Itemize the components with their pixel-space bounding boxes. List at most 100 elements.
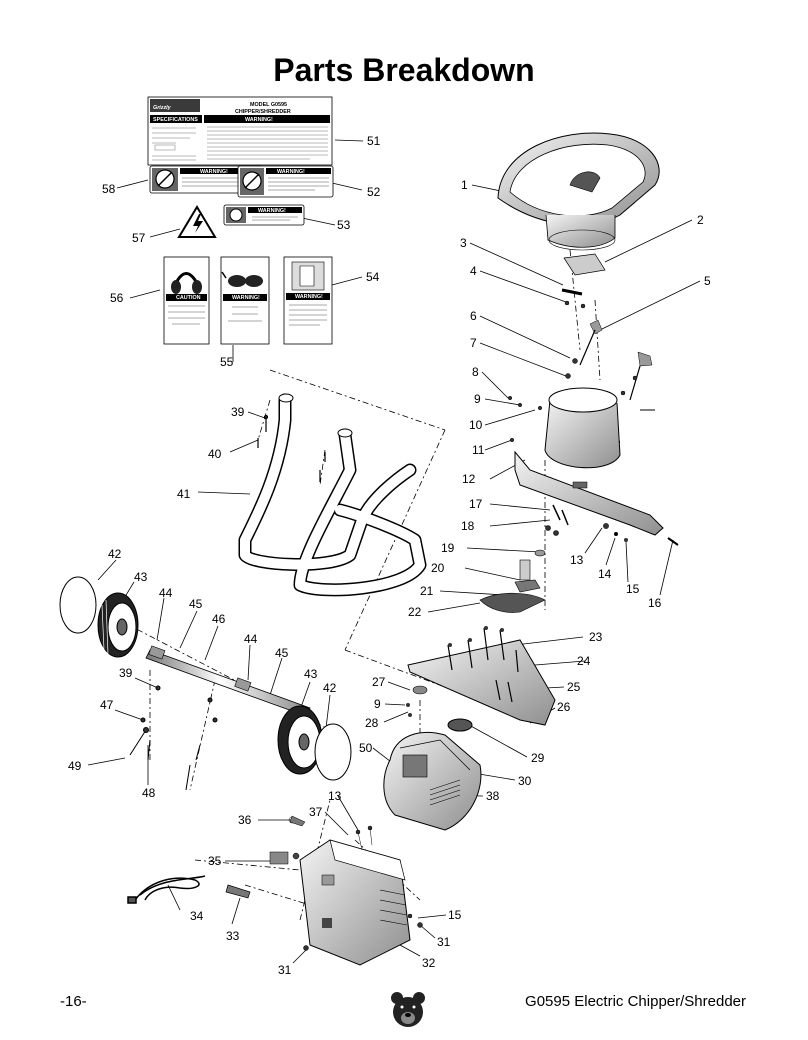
callout-label: 43 <box>134 570 148 584</box>
callout-label: 57 <box>132 231 146 245</box>
callout-label: 6 <box>470 309 477 323</box>
callout-label: 58 <box>102 182 116 196</box>
stand-tube-ends <box>278 393 353 438</box>
callout-label: 29 <box>531 751 545 765</box>
callout-label: 26 <box>557 700 571 714</box>
callout-label: 10 <box>469 418 483 432</box>
hopper-plate <box>561 253 606 296</box>
callout-label: 42 <box>323 681 337 695</box>
callout-label: 37 <box>309 805 323 819</box>
page-number: -16- <box>60 993 87 1010</box>
spec-header-text: SPECIFICATIONS <box>153 117 198 123</box>
callout-label: 36 <box>238 813 252 827</box>
motor-mount-plate <box>406 626 556 726</box>
callout-label: 4 <box>470 264 477 278</box>
callout-label: 11 <box>472 443 485 457</box>
safety-glasses-decal: WARNING! <box>220 256 270 345</box>
electric-hazard-triangle <box>177 205 217 238</box>
callout-label: 9 <box>474 392 481 406</box>
callout-label: 24 <box>577 654 591 668</box>
callout-label: 25 <box>567 680 581 694</box>
callout-label: 48 <box>142 786 156 800</box>
manual-decal-header: WARNING! <box>295 294 323 300</box>
callout-label: 1 <box>461 178 468 192</box>
callout-label: 40 <box>208 447 222 461</box>
callout-label: 41 <box>177 487 191 501</box>
brand-text: Grizzly <box>153 105 172 111</box>
spec-warning-text: WARNING! <box>245 117 273 123</box>
callout-label: 50 <box>359 741 373 755</box>
callout-label: 22 <box>408 605 422 619</box>
hopper-warning-header: WARNING! <box>200 169 228 175</box>
model-text: MODEL G0595 <box>250 102 287 108</box>
callout-numbers: 1 2 3 4 5 6 7 8 9 10 11 12 13 14 15 16 1… <box>68 134 711 977</box>
callout-label: 49 <box>68 759 82 773</box>
callout-label: 54 <box>366 270 380 284</box>
bear-logo-icon <box>391 992 425 1027</box>
callout-label: 14 <box>598 567 612 581</box>
stand-frame-inner <box>240 395 425 595</box>
callout-label: 13 <box>570 553 584 567</box>
callout-label: 8 <box>472 365 479 379</box>
callout-label: 45 <box>275 646 289 660</box>
discharge-chute <box>514 450 679 546</box>
callout-label: 21 <box>420 584 434 598</box>
callout-label: 33 <box>226 929 240 943</box>
product-text: CHIPPER/SHREDDER <box>235 109 291 115</box>
ear-protection-decal: CAUTION <box>163 256 210 345</box>
cutter-housing <box>544 387 621 469</box>
open-warning-header: WARNING! <box>258 208 286 214</box>
callout-label: 28 <box>365 716 379 730</box>
callout-label: 12 <box>462 472 476 486</box>
callout-label: 56 <box>110 291 124 305</box>
ear-decal-header: CAUTION <box>176 295 201 301</box>
callout-label: 44 <box>159 586 173 600</box>
callout-label: 15 <box>448 908 462 922</box>
callout-label: 52 <box>367 185 381 199</box>
callout-label: 45 <box>189 597 203 611</box>
callout-label: 31 <box>278 963 292 977</box>
chute-warning-decal: WARNING! <box>237 165 334 198</box>
callout-label: 46 <box>212 612 226 626</box>
spec-decal: Grizzly MODEL G0595 CHIPPER/SHREDDER SPE… <box>147 96 333 166</box>
stand-bolts <box>257 414 326 482</box>
callout-label: 15 <box>626 582 640 596</box>
callout-label: 38 <box>486 789 500 803</box>
callout-label: 47 <box>100 698 114 712</box>
handle-grip <box>225 884 251 899</box>
callout-label: 27 <box>372 675 386 689</box>
callout-label: 19 <box>441 541 455 555</box>
callout-label: 39 <box>231 405 245 419</box>
callout-label: 13 <box>328 789 342 803</box>
open-warning-decal: WARNING! <box>223 204 305 226</box>
callout-label: 3 <box>460 236 467 250</box>
callout-label: 7 <box>470 336 477 350</box>
page-title: Parts Breakdown <box>273 52 535 88</box>
callout-label: 51 <box>367 134 381 148</box>
callout-label: 44 <box>244 632 258 646</box>
callout-label: 30 <box>518 774 532 788</box>
callout-label: 18 <box>461 519 475 533</box>
callout-label: 55 <box>220 355 234 369</box>
callout-label: 31 <box>437 935 451 949</box>
hopper-assembly <box>497 132 660 251</box>
callout-label: 43 <box>304 667 318 681</box>
callout-label: 5 <box>704 274 711 288</box>
lower-housing <box>299 839 411 966</box>
callout-label: 16 <box>648 596 662 610</box>
callout-label: 23 <box>589 630 603 644</box>
read-manual-decal: WARNING! <box>283 256 333 345</box>
callout-label: 20 <box>431 561 445 575</box>
callout-label: 53 <box>337 218 351 232</box>
lower-fasteners <box>269 815 423 951</box>
axle-assembly <box>145 645 311 717</box>
callout-label: 42 <box>108 547 122 561</box>
blade-stack <box>479 504 569 613</box>
wheel-right <box>277 705 352 781</box>
callout-label: 34 <box>190 909 204 923</box>
hopper-warning-decal: WARNING! <box>149 165 264 194</box>
model-footer: G0595 Electric Chipper/Shredder <box>525 993 746 1010</box>
glasses-decal-header: WARNING! <box>232 295 260 301</box>
callout-label: 35 <box>208 854 222 868</box>
